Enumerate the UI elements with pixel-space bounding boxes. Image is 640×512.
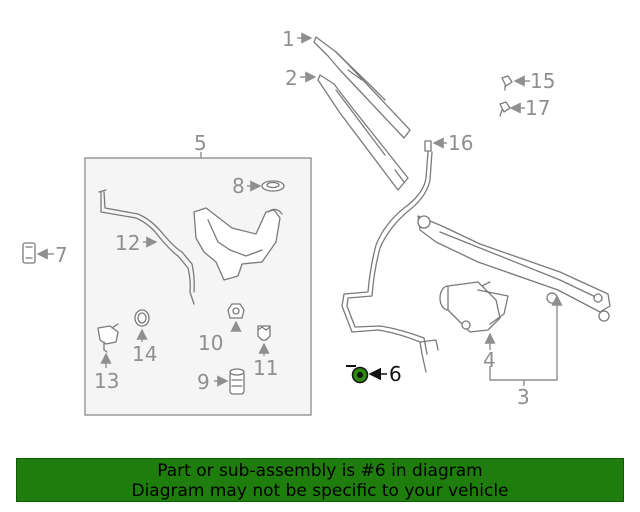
reservoir-cap-8[interactable] bbox=[261, 180, 285, 192]
callout-4: 4 bbox=[483, 348, 496, 372]
callout-16: 16 bbox=[448, 131, 473, 155]
clip-7[interactable] bbox=[22, 242, 36, 264]
callout-8: 8 bbox=[232, 174, 245, 198]
callout-15: 15 bbox=[530, 69, 555, 93]
nut-6-highlighted[interactable] bbox=[346, 365, 369, 384]
washer-hose-16[interactable] bbox=[341, 140, 439, 373]
washer-tube-12[interactable] bbox=[98, 189, 195, 305]
callout-17: 17 bbox=[525, 96, 550, 120]
callout-5: 5 bbox=[194, 131, 207, 155]
callout-1: 1 bbox=[282, 27, 295, 51]
callout-12: 12 bbox=[115, 231, 140, 255]
callout-6: 6 bbox=[389, 362, 402, 386]
o-ring-14[interactable] bbox=[134, 309, 150, 327]
callout-3: 3 bbox=[517, 385, 530, 409]
banner-line-2: Diagram may not be specific to your vehi… bbox=[131, 481, 509, 501]
callout-9: 9 bbox=[197, 370, 210, 394]
washer-pump-9[interactable] bbox=[229, 368, 245, 395]
level-sensor-13[interactable] bbox=[97, 323, 119, 353]
wiper-arm-2[interactable] bbox=[317, 74, 409, 191]
info-banner: Part or sub-assembly is #6 in diagram Di… bbox=[16, 458, 624, 502]
callout-10: 10 bbox=[198, 331, 223, 355]
callout-13: 13 bbox=[94, 369, 119, 393]
callout-11: 11 bbox=[253, 356, 278, 380]
wiper-arm-1[interactable] bbox=[313, 36, 411, 139]
callout-7: 7 bbox=[55, 243, 68, 267]
callout-2: 2 bbox=[285, 66, 298, 90]
callout-labels: 1 2 3 4 5 6 7 8 9 10 11 12 13 14 15 16 1… bbox=[55, 27, 555, 409]
clip-17[interactable] bbox=[499, 101, 511, 117]
seal-11[interactable] bbox=[257, 325, 271, 341]
parts-diagram: 1 2 3 4 5 6 7 8 9 10 11 12 13 14 15 16 1… bbox=[22, 27, 611, 416]
grommet-10[interactable] bbox=[227, 303, 245, 319]
washer-reservoir[interactable] bbox=[193, 207, 283, 281]
washer-assembly-box bbox=[84, 157, 312, 416]
callout-14: 14 bbox=[132, 342, 157, 366]
banner-line-1: Part or sub-assembly is #6 in diagram bbox=[157, 461, 483, 481]
wiper-motor-4[interactable] bbox=[439, 281, 509, 333]
leader-lines bbox=[36, 32, 563, 387]
clip-15[interactable] bbox=[501, 75, 513, 91]
